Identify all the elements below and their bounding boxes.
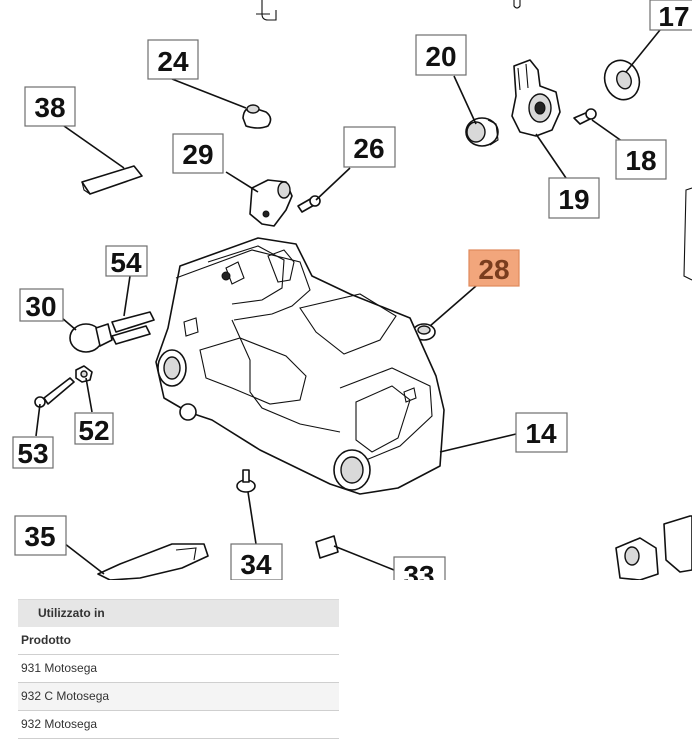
callout-24[interactable]: 24	[147, 39, 199, 80]
part-34-screw	[236, 469, 256, 493]
part-29-bracket	[249, 179, 293, 227]
callout-20[interactable]: 20	[415, 34, 467, 76]
used-in-header: Utilizzato in	[18, 599, 339, 627]
callout-14-label: 14	[525, 418, 557, 449]
callout-52-label: 52	[78, 415, 109, 446]
part-20-nut	[465, 117, 499, 147]
callout-33[interactable]: 33	[393, 556, 446, 580]
part-54-hose	[111, 311, 155, 345]
callout-53-label: 53	[17, 438, 48, 469]
part-33-bar	[315, 535, 339, 559]
callout-30-label: 30	[25, 291, 56, 322]
callout-14[interactable]: 14	[515, 412, 568, 453]
product-column-header: Prodotto	[18, 627, 339, 655]
part-30-bulb	[69, 323, 113, 353]
callout-29-label: 29	[182, 139, 213, 170]
part-24-cap	[242, 104, 272, 129]
part-19-pump	[511, 59, 561, 137]
product-row[interactable]: 932 C Motosega	[18, 683, 339, 711]
callout-18-label: 18	[625, 145, 656, 176]
product-row[interactable]: 932 Motosega	[18, 711, 339, 739]
callout-38[interactable]: 38	[24, 86, 76, 127]
callout-19-label: 19	[558, 184, 589, 215]
callout-54[interactable]: 54	[105, 245, 148, 278]
callout-54-label: 54	[110, 247, 142, 278]
part-52-nut	[75, 365, 93, 383]
used-in-table: Utilizzato in Prodotto 931 Motosega 932 …	[18, 599, 339, 739]
part-35-lever	[97, 543, 209, 580]
callout-38-label: 38	[34, 92, 65, 123]
callout-17[interactable]: 17	[649, 0, 692, 32]
callout-19[interactable]: 19	[548, 177, 600, 219]
callout-24-label: 24	[157, 46, 189, 77]
callout-20-label: 20	[425, 41, 456, 72]
callout-34[interactable]: 34	[230, 543, 283, 580]
callout-26-label: 26	[353, 133, 384, 164]
part-17-ring	[603, 59, 641, 101]
callout-28-highlighted[interactable]: 28	[468, 249, 520, 287]
callout-26[interactable]: 26	[343, 126, 396, 168]
callout-52[interactable]: 52	[74, 412, 114, 446]
exploded-parts-diagram: 17 24 20 38 29 26 18 19 54 28 30 52	[12, 0, 692, 580]
callout-17-label: 17	[658, 1, 689, 32]
callout-53[interactable]: 53	[12, 436, 54, 469]
part-right-housing	[615, 515, 692, 580]
callout-35-label: 35	[24, 521, 55, 552]
part-18-screw	[573, 108, 597, 125]
callout-34-label: 34	[240, 549, 272, 580]
part-top-hook	[513, 0, 521, 9]
part-53-screw	[34, 377, 75, 408]
part-38-strip	[81, 165, 143, 195]
product-row[interactable]: 931 Motosega	[18, 655, 339, 683]
callout-33-label: 33	[403, 560, 434, 580]
callout-35[interactable]: 35	[14, 515, 67, 556]
callout-29[interactable]: 29	[172, 133, 224, 174]
callout-18[interactable]: 18	[615, 139, 667, 180]
part-right-edge-frame	[683, 187, 692, 281]
callout-28-label: 28	[478, 254, 509, 285]
part-top-clip	[256, 0, 277, 21]
part-14-crankcase	[155, 237, 445, 495]
callout-30[interactable]: 30	[19, 288, 64, 322]
